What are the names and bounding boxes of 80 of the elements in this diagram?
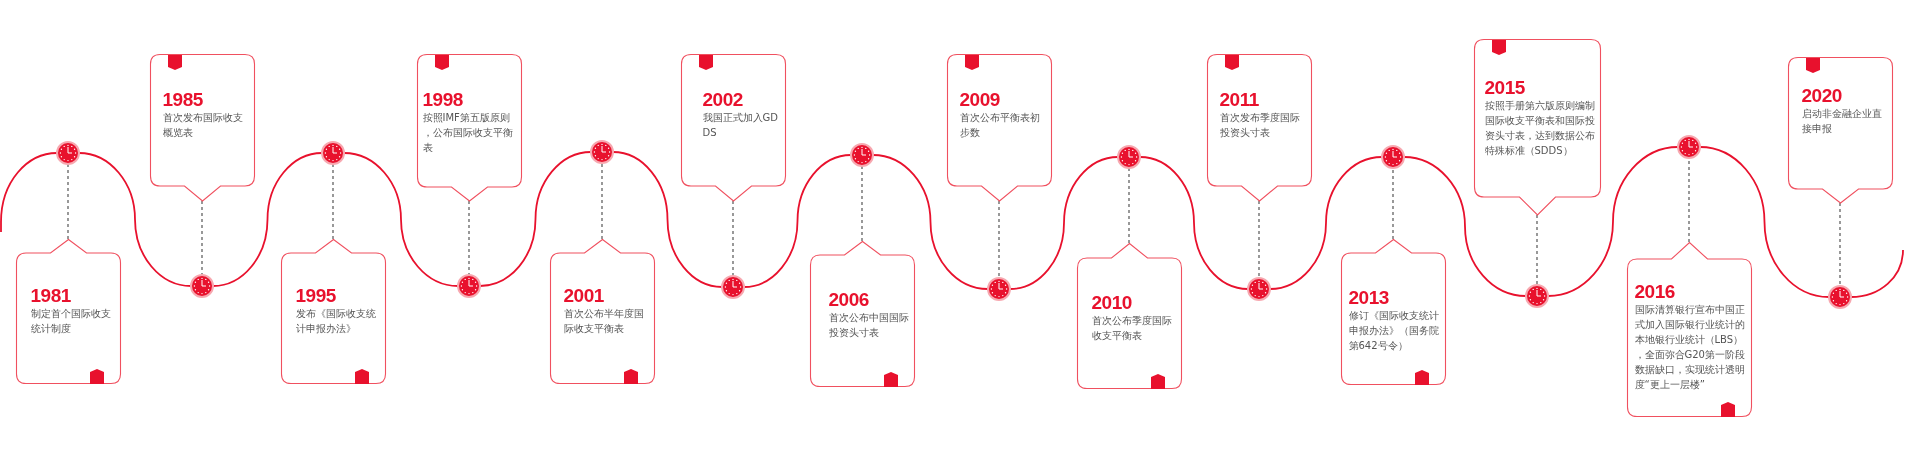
clock-icon	[590, 140, 614, 164]
dashed-connector	[601, 162, 603, 240]
event-card	[1473, 39, 1601, 215]
event-card	[416, 54, 522, 201]
event-card	[946, 54, 1052, 201]
year-label: 2013	[1348, 287, 1389, 308]
event-card	[1206, 54, 1312, 201]
clock-icon	[987, 277, 1011, 301]
clock-icon	[1117, 145, 1141, 169]
dashed-connector	[861, 165, 863, 242]
timeline-curve	[1699, 146, 1830, 298]
year-label: 1981	[30, 285, 71, 306]
dashed-connector	[1128, 167, 1130, 244]
timeline-curve	[612, 151, 723, 288]
timeline-curve	[1269, 156, 1383, 290]
event-card	[1626, 242, 1752, 417]
timeline-curve	[78, 152, 192, 287]
event-description: 按照IMF第五版原则，公布国际收支平衡表	[422, 111, 514, 155]
event-description: 按照手册第六版原则编制国际收支平衡表和国际投资头寸表，达到数据公布特殊标准（SDDS）	[1484, 99, 1596, 158]
clock-icon	[321, 141, 345, 165]
event-card	[680, 54, 786, 201]
event-card	[15, 239, 121, 384]
timeline-curve	[1547, 146, 1679, 297]
event-description: 制定首个国际收支统计制度	[30, 307, 112, 336]
year-label: 2001	[563, 285, 604, 306]
event-description: 我国正式加入GDDS	[702, 111, 779, 140]
clock-icon	[457, 274, 481, 298]
event-card	[809, 241, 915, 387]
timeline-curve	[872, 154, 989, 290]
dashed-connector	[468, 200, 470, 276]
event-description: 首次公布半年度国际收支平衡表	[563, 307, 645, 336]
event-card	[149, 54, 255, 201]
dashed-connector	[332, 163, 334, 240]
event-card	[280, 239, 386, 384]
timeline-curve	[343, 152, 459, 287]
year-label: 2011	[1219, 89, 1259, 110]
dashed-connector	[732, 200, 734, 277]
event-card	[1787, 57, 1893, 203]
clock-icon	[1525, 284, 1549, 308]
event-description: 发布《国际收支统计申报办法》	[295, 307, 377, 336]
event-card	[1076, 243, 1182, 389]
clock-icon	[1381, 145, 1405, 169]
timeline-curve	[0, 152, 58, 233]
dashed-connector	[1536, 214, 1538, 286]
clock-icon	[850, 143, 874, 167]
event-card	[549, 239, 655, 384]
event-description: 首次公布中国国际投资头寸表	[828, 311, 910, 340]
dashed-connector	[67, 163, 69, 240]
year-label: 2010	[1091, 292, 1132, 313]
event-card	[1340, 239, 1446, 385]
event-description: 首次公布季度国际收支平衡表	[1091, 314, 1173, 343]
year-label: 2016	[1634, 281, 1675, 302]
event-description: 启动非金融企业直接申报	[1801, 107, 1883, 136]
dashed-connector	[1392, 167, 1394, 240]
clock-icon	[1247, 277, 1271, 301]
dashed-connector	[1839, 202, 1841, 287]
year-label: 2020	[1801, 85, 1842, 106]
clock-icon	[1677, 135, 1701, 159]
year-label: 1985	[162, 89, 203, 110]
year-label: 2002	[702, 89, 743, 110]
clock-icon	[56, 141, 80, 165]
year-label: 1998	[422, 89, 463, 110]
timeline-curve	[479, 151, 592, 287]
timeline-curve	[1139, 156, 1249, 290]
event-description: 首次公布平衡表初步数	[959, 111, 1041, 140]
year-label: 2015	[1484, 77, 1525, 98]
event-description: 国际清算银行宣布中国正式加入国际银行业统计的本地银行业统计（LBS），全面弥合G20第一阶段数据缺口，实现统计透明度“更上一层楼”	[1634, 303, 1746, 392]
year-label: 2009	[959, 89, 1000, 110]
year-label: 2006	[828, 289, 869, 310]
clock-icon	[190, 274, 214, 298]
year-label: 1995	[295, 285, 336, 306]
clock-icon	[721, 275, 745, 299]
dashed-connector	[1258, 200, 1260, 279]
dashed-connector	[998, 200, 1000, 279]
timeline-curve	[1403, 156, 1527, 297]
event-description: 首次发布国际收支概览表	[162, 111, 244, 140]
clock-icon	[1828, 285, 1852, 309]
event-description: 首次发布季度国际投资头寸表	[1219, 111, 1301, 140]
event-description: 修订《国际收支统计申报办法》（国务院第642号令）	[1348, 309, 1440, 353]
dashed-connector	[201, 200, 203, 276]
